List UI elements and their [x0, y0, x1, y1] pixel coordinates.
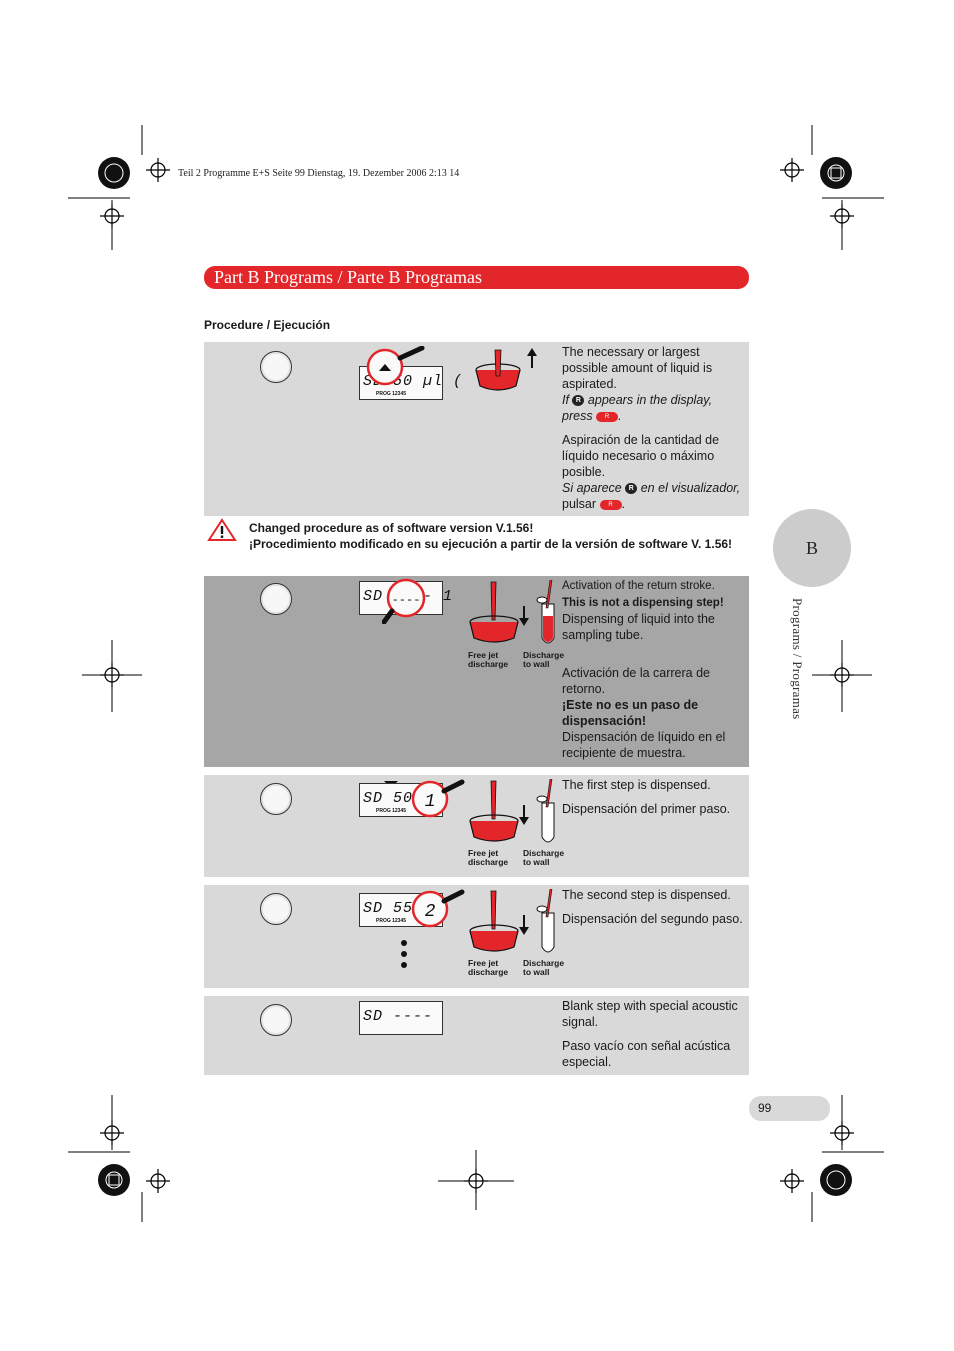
procedure-row-aspirate: SD 50 µl ( PROG 12345 The necessary or l… — [204, 342, 749, 516]
beaker-aspirate-icon — [475, 348, 537, 391]
control-knob-icon — [260, 893, 292, 925]
beaker-free-jet-icon — [469, 890, 519, 952]
description-es-press: pulsar — [562, 497, 597, 511]
procedure-row-second-step: SD 55 PROG 12345 2 Free jet discharge Di… — [204, 885, 749, 988]
section-tab-circle: B — [773, 509, 851, 587]
warning-line-en: Changed procedure as of software version… — [249, 521, 534, 535]
warning-line-es: ¡Procedimiento modificado en su ejecució… — [249, 537, 733, 551]
description-es-emphasis: ¡Este no es un paso de dispensación! — [562, 698, 699, 728]
procedure-row-return-stroke: SD ---- 1 ---- Free jet discharge Discha… — [204, 576, 749, 767]
r-button-icon: R — [599, 499, 622, 510]
warning-text: Changed procedure as of software version… — [249, 520, 744, 552]
tube-discharge-wall-icon — [519, 580, 555, 644]
description-es: Dispensación del primer paso. — [562, 802, 731, 816]
procedure-row-blank-step: SD ---- Blank step with special acoustic… — [204, 996, 749, 1075]
caption-free-jet: Free jet discharge — [468, 958, 509, 977]
beaker-free-jet-icon — [469, 581, 519, 643]
step-description: The first step is dispensed. Dispensació… — [562, 777, 744, 825]
step-description: The necessary or largest possible amount… — [562, 345, 741, 511]
control-knob-icon — [260, 583, 292, 615]
callout-magnifier-icon: 1 — [411, 779, 465, 818]
description-en-emphasis: This is not a dispensing step! — [562, 597, 724, 609]
r-badge-icon: R — [625, 483, 638, 495]
caption-discharge-wall: Discharge to wall — [523, 958, 565, 977]
lcd-display: SD ---- — [359, 1001, 443, 1035]
description-en-note-a: If — [562, 393, 569, 407]
lcd-prog-label: PROG 12345 — [376, 808, 407, 814]
beaker-free-jet-icon — [469, 780, 519, 842]
page-title-banner: Part B Programs / Parte B Programas — [204, 266, 749, 289]
tube-discharge-wall-icon — [519, 889, 555, 953]
step-description: Blank step with special acoustic signal.… — [562, 998, 744, 1078]
procedure-row-first-step: SD 50 PROG 12345 1 Free jet discharge Di… — [204, 775, 749, 877]
callout-magnifier-icon: 2 — [411, 889, 465, 928]
description-en: The second step is dispensed. — [562, 888, 731, 902]
r-button-icon: R — [596, 411, 619, 422]
print-header: Teil 2 Programme E+S Seite 99 Dienstag, … — [178, 168, 460, 179]
description-es-detail: Dispensación de líquido en el recipiente… — [562, 730, 726, 760]
control-knob-icon — [260, 351, 292, 383]
caption-discharge-wall: Discharge to wall — [523, 848, 565, 867]
description-en: Dispensing of liquid into the sampling t… — [562, 612, 715, 642]
section-heading: Procedure / Ejecución — [204, 318, 331, 332]
control-knob-icon — [260, 783, 292, 815]
description-en: Blank step with special acoustic signal. — [562, 999, 738, 1029]
callout-magnifier-icon: ---- — [382, 578, 426, 624]
description-es: Paso vacío con señal acústica especial. — [562, 1039, 731, 1069]
step-description: Activation of the return stroke. This is… — [562, 577, 744, 769]
lcd-readout: SD ---- — [363, 1008, 434, 1025]
warning-triangle-icon — [207, 518, 237, 541]
lcd-prog-label: PROG 12345 — [376, 918, 407, 924]
lcd-prog-label: PROG 12345 — [376, 391, 407, 397]
caption-free-jet: Free jet discharge — [468, 650, 509, 669]
r-badge-icon: R — [572, 395, 585, 407]
description-es: Dispensación del segundo paso. — [562, 912, 743, 926]
description-es: Aspiración de la cantidad de líquido nec… — [562, 433, 720, 479]
description-es: Activación de la carrera de retorno. — [562, 666, 710, 696]
description-es-note-a: Si aparece — [562, 481, 622, 495]
callout-text: ---- — [392, 593, 421, 607]
step-description: The second step is dispensed. Dispensaci… — [562, 887, 744, 935]
caption-free-jet: Free jet discharge — [468, 848, 509, 867]
callout-text: 2 — [425, 902, 436, 922]
continuation-dots-icon — [401, 940, 407, 968]
description-es-note-b: en el visualizador, — [640, 481, 741, 495]
callout-text: 1 — [425, 792, 436, 812]
caption-discharge-wall: Discharge to wall — [523, 650, 565, 669]
page-number: 99 — [749, 1096, 830, 1121]
lcd-readout: SD 50 — [363, 790, 414, 807]
lcd-readout: SD 55 — [363, 900, 414, 917]
callout-magnifier-icon — [366, 346, 425, 386]
description-en-note-b: appears in the display, press — [562, 393, 713, 423]
tube-discharge-wall-icon — [519, 779, 555, 843]
description-en: The necessary or largest possible amount… — [562, 345, 713, 391]
section-tab-label: Programs / Programas — [790, 598, 805, 720]
description-en: The first step is dispensed. — [562, 778, 711, 792]
description-en-intro: Activation of the return stroke. — [562, 580, 715, 592]
control-knob-icon — [260, 1004, 292, 1036]
